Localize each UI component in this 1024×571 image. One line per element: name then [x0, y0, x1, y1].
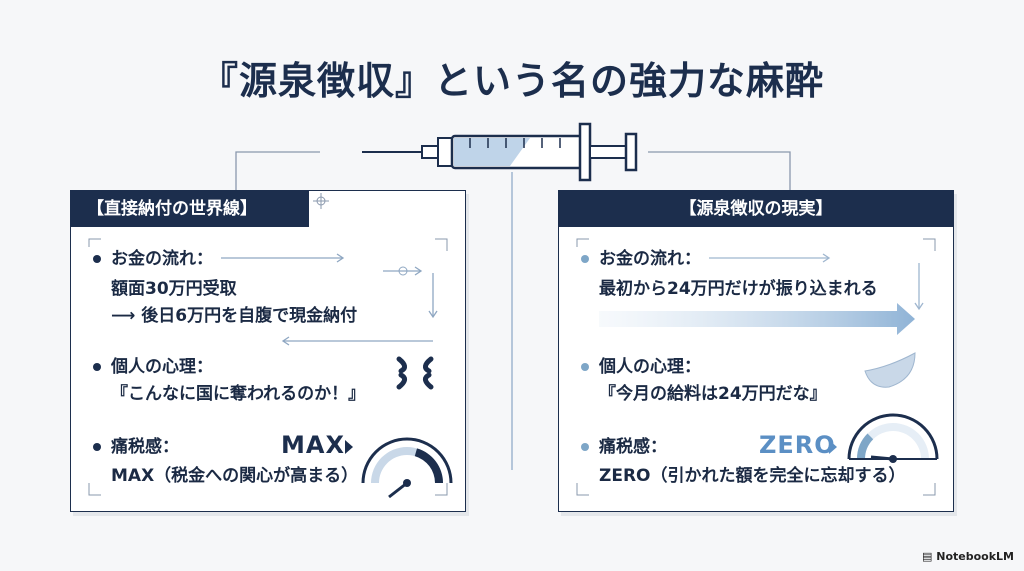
psychology-label: 個人の心理：: [599, 357, 701, 377]
panel-header: 【源泉徴収の現実】: [559, 191, 953, 227]
flow-arrow-icon: [221, 253, 438, 346]
tax-pain-label: 痛税感：: [599, 437, 667, 457]
left-panel-decorations: [88, 193, 453, 499]
watermark: ▤ NotebookLM: [922, 550, 1014, 563]
zero-arrow-icon: [829, 440, 837, 454]
bullet-icon: [93, 255, 101, 263]
psychology-quote: 『こんなに国に奪われるのか！』: [111, 384, 366, 404]
money-flow-label: お金の流れ：: [111, 249, 213, 269]
max-arrow-icon: [345, 440, 353, 454]
syringe-icon: [362, 122, 638, 182]
level-label: MAX: [281, 431, 345, 459]
bullet-icon: [581, 255, 589, 263]
gauge-icon: [361, 437, 453, 499]
bullet-icon: [581, 443, 589, 451]
withholding-panel: 【源泉徴収の現実】 お金の流れ： 最初から24万円だけが振り込まれる 個人の心理…: [558, 190, 954, 512]
money-flow-line2: ⟶ 後日6万円を自腹で現金納付: [111, 306, 358, 326]
panel-header: 【直接納付の世界線】: [71, 191, 309, 227]
gauge-icon: [847, 413, 939, 463]
tax-pain-value: MAX（税金への関心が高まる）: [111, 466, 359, 486]
direct-payment-panel: 【直接納付の世界線】 お金の流れ： 額面30万円受取 ⟶ 後日6万円を自腹で現金…: [70, 190, 466, 512]
notebooklm-logo-icon: ▤: [922, 550, 937, 563]
level-label: ZERO: [759, 431, 836, 459]
smooth-flow-arrow-icon: [599, 303, 915, 335]
bullet-icon: [581, 363, 589, 371]
anger-symbol-icon: [396, 356, 434, 390]
bullet-icon: [93, 443, 101, 451]
bullet-icon: [93, 363, 101, 371]
money-flow-label: お金の流れ：: [599, 249, 701, 269]
money-flow-line1: 額面30万円受取: [111, 279, 237, 299]
money-flow-line1: 最初から24万円だけが振り込まれる: [599, 279, 878, 299]
flow-arrow-icon: [709, 253, 924, 311]
watermark-text: NotebookLM: [936, 550, 1014, 563]
psychology-quote: 『今月の給料は24万円だな』: [599, 384, 827, 404]
right-panel-decorations: [576, 238, 939, 496]
tax-pain-value: ZERO（引かれた額を完全に忘却する）: [599, 466, 906, 486]
calm-face-icon: [864, 352, 916, 388]
crosshair-icon: [313, 193, 329, 209]
tax-pain-label: 痛税感：: [111, 437, 179, 457]
page-title: 『源泉徴収』という名の強力な麻酔: [199, 59, 824, 103]
psychology-label: 個人の心理：: [111, 357, 213, 377]
